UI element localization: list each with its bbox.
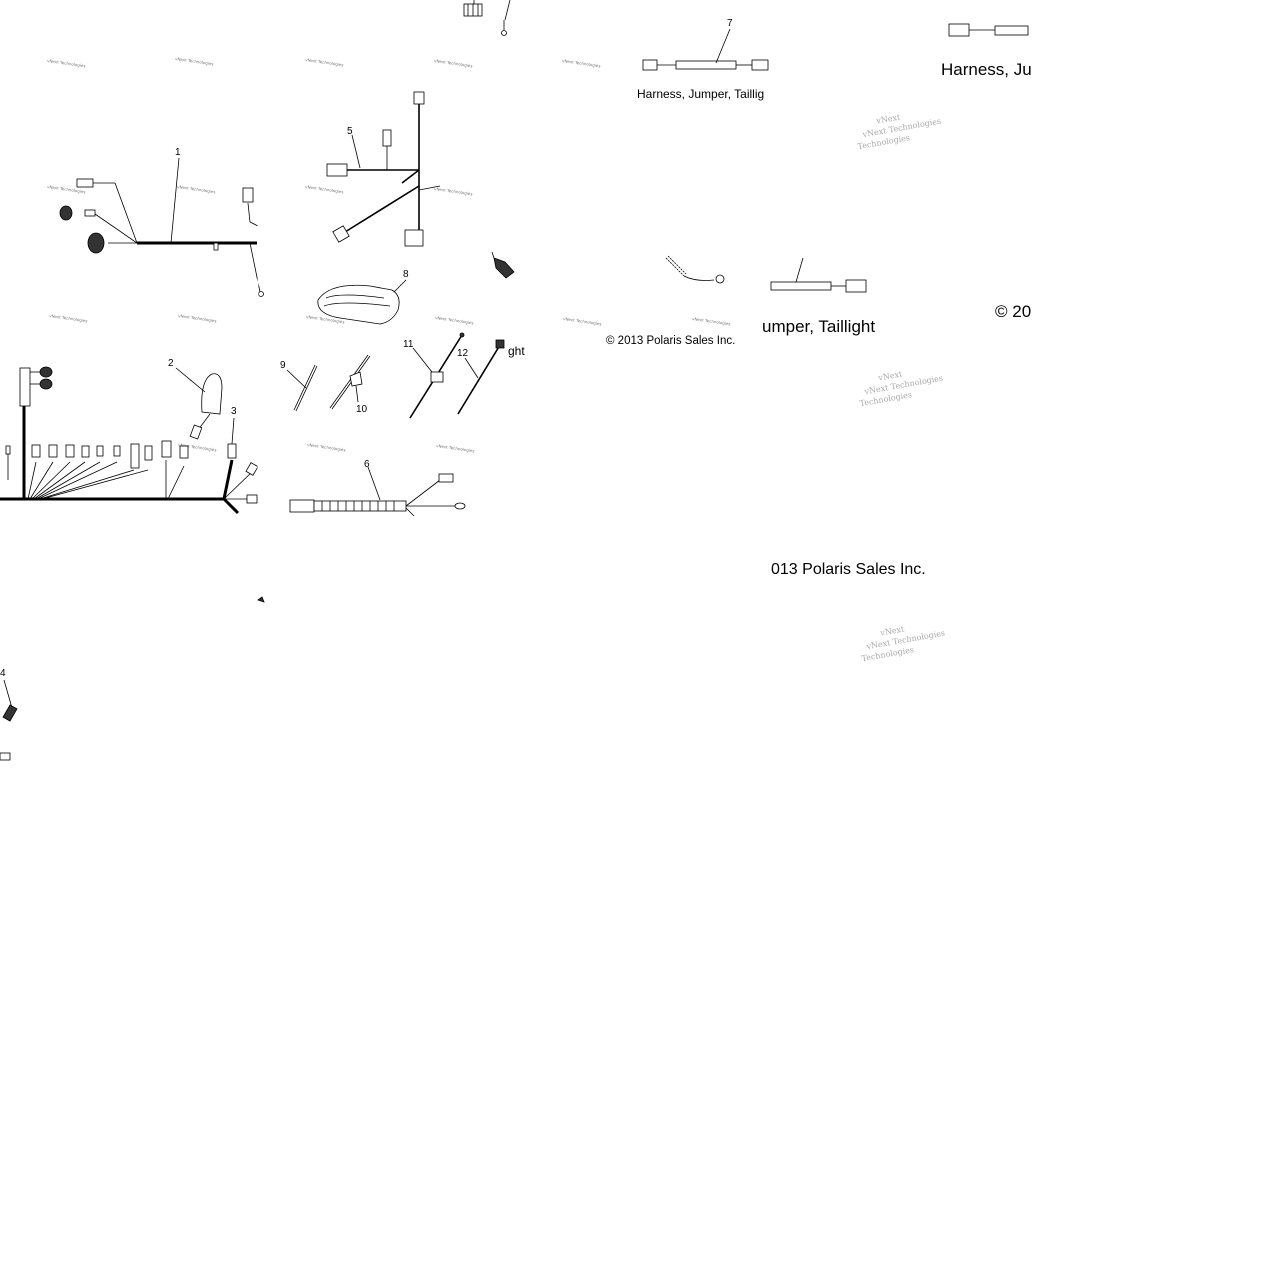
- watermark-text: vNext Technologies: [177, 184, 216, 194]
- caption-harness-small: Harness, Jumper, Taillig: [637, 87, 764, 101]
- callout-6: 6: [364, 459, 370, 470]
- part-8-conduit: [317, 279, 407, 325]
- part-5-harness: [326, 91, 441, 247]
- watermark-text: vNext Technologies: [436, 443, 475, 453]
- part-10-tie: [329, 354, 371, 410]
- callout-10: 10: [356, 404, 368, 415]
- jumper-mid: [665, 255, 867, 293]
- watermark-text: vNext: [879, 624, 906, 637]
- callout-1: 1: [175, 147, 181, 158]
- callout-4: 4: [0, 668, 6, 679]
- watermark-text: vNext Technologies: [178, 313, 217, 323]
- part-7-jumper: [642, 28, 769, 71]
- caption-fragment-ght: ght: [508, 344, 525, 358]
- black-clip: [491, 251, 515, 279]
- watermark-text: vNext Technologies: [49, 313, 88, 323]
- top-connector-fragment: [463, 0, 511, 36]
- watermark-text: vNext Technologies: [305, 57, 344, 67]
- leader-3: [231, 417, 235, 445]
- watermark-text: vNext Technologies: [306, 314, 345, 324]
- callout-8: 8: [403, 269, 409, 280]
- watermark-text: vNext Technologies: [435, 315, 474, 325]
- watermark-text: vNext: [877, 369, 904, 382]
- watermark-text: vNext Technologies: [47, 184, 86, 194]
- callout-9: 9: [280, 360, 286, 371]
- watermark-text: vNext Technologies: [563, 316, 602, 326]
- part-6-conduit: [289, 466, 466, 517]
- watermark-text: vNext Technologies: [307, 442, 346, 452]
- copyright-mid: 013 Polaris Sales Inc.: [771, 561, 926, 578]
- copyright-cut: © 20: [995, 302, 1031, 321]
- part-9-tie: [286, 364, 318, 412]
- watermark-large-2: vNext vNext Technologies Technologies: [859, 369, 944, 408]
- callout-7: 7: [727, 18, 733, 29]
- watermark-large-3: vNext vNext Technologies Technologies: [861, 624, 946, 663]
- watermark-text: vNext Technologies: [562, 58, 601, 68]
- callout-12: 12: [457, 348, 469, 359]
- part-11-tie: [409, 332, 465, 419]
- caption-harness-mid: umper, Taillight: [762, 317, 875, 336]
- callout-2: 2: [168, 358, 174, 369]
- watermark-text: vNext Technologies: [178, 442, 217, 452]
- watermark-text: vNext: [875, 112, 902, 125]
- watermark-text: vNext Technologies: [434, 58, 473, 68]
- main-harness: [0, 366, 259, 515]
- watermark-text: vNext Technologies: [434, 186, 473, 196]
- watermark-grid: vNext Technologies vNext Technologies vN…: [47, 56, 731, 453]
- watermark-text: vNext Technologies: [175, 56, 214, 66]
- watermark-text: vNext Technologies: [305, 184, 344, 194]
- jumper-large-fragment: [948, 23, 1029, 37]
- watermark-large-1: vNext vNext Technologies Technologies: [857, 112, 942, 151]
- part-12-tie: [457, 339, 505, 415]
- callout-3: 3: [231, 406, 237, 417]
- watermark-text: vNext Technologies: [47, 58, 86, 68]
- part-1-harness: [59, 157, 264, 297]
- callout-5: 5: [347, 126, 353, 137]
- callout-11: 11: [403, 339, 414, 350]
- part-4-fragment: [0, 596, 265, 761]
- copyright-small: © 2013 Polaris Sales Inc.: [606, 335, 735, 347]
- caption-harness-large: Harness, Ju: [941, 60, 1032, 79]
- watermark-text: vNext Technologies: [692, 316, 731, 326]
